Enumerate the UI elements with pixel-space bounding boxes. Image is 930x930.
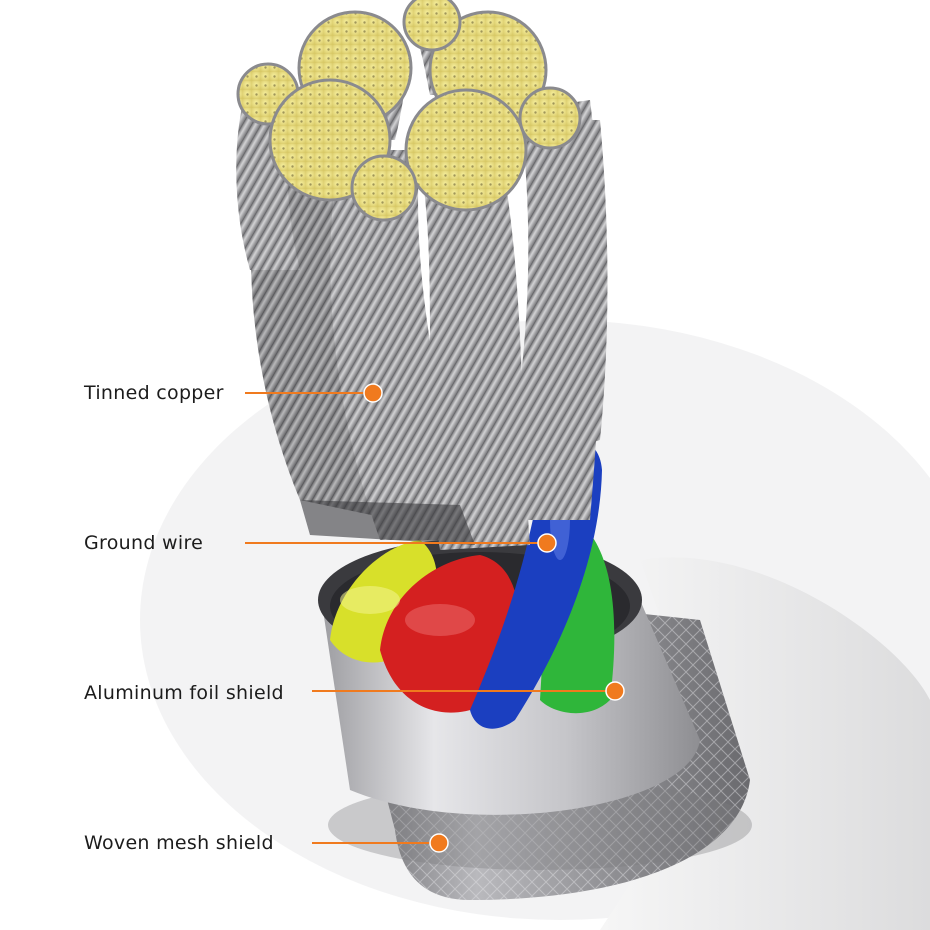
label-aluminum-foil-shield: Aluminum foil shield <box>84 682 284 704</box>
label-ground-wire: Ground wire <box>84 532 204 554</box>
callout-leaders <box>245 392 615 844</box>
dot-aluminum-foil <box>605 681 625 701</box>
conductor-tips <box>236 0 582 222</box>
dot-ground-wire <box>537 533 557 553</box>
dot-woven-mesh <box>429 833 449 853</box>
label-tinned-copper: Tinned copper <box>84 382 224 404</box>
dot-tinned-copper <box>363 383 383 403</box>
twisted-strands <box>236 18 608 550</box>
callout-dots <box>363 383 625 853</box>
label-woven-mesh-shield: Woven mesh shield <box>84 832 274 854</box>
wire-red <box>380 555 519 713</box>
